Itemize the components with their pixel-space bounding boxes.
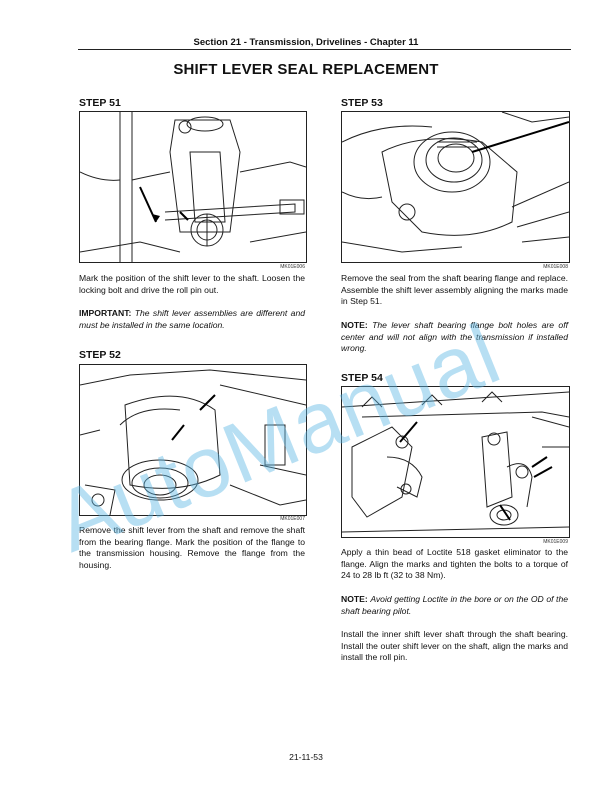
seal-removal-illustration-53 [342,112,569,253]
header-rule [78,49,571,50]
step-51-important: IMPORTANT: The shift lever assemblies ar… [79,308,305,331]
step-52-heading: STEP 52 [79,349,121,361]
step-53-note: NOTE: The lever shaft bearing flange bol… [341,320,568,355]
note-text: The lever shaft bearing flange bolt hole… [341,320,568,354]
step-51-figure [79,111,307,263]
step-53-text: Remove the seal from the shaft bearing f… [341,273,568,307]
note-label: NOTE: [341,594,368,604]
shift-lever-illustration-51 [80,112,306,262]
figure-code-52: MK01E007 [280,516,305,522]
step-53-figure [341,111,570,263]
figure-code-51: MK01E006 [280,264,305,270]
step-54-text-2: Install the inner shift lever shaft thro… [341,629,568,663]
note-label: NOTE: [341,320,368,330]
step-54-figure [341,386,570,538]
note-text: Avoid getting Loctite in the bore or on … [341,594,569,616]
step-54-text: Apply a thin bead of Loctite 518 gasket … [341,547,568,581]
figure-code-54: MK01E009 [543,539,568,545]
step-52-text: Remove the shift lever from the shaft an… [79,525,305,570]
step-53-heading: STEP 53 [341,97,383,109]
important-label: IMPORTANT: [79,308,132,318]
step-51-heading: STEP 51 [79,97,121,109]
step-54-heading: STEP 54 [341,372,383,384]
step-51-text: Mark the position of the shift lever to … [79,273,305,295]
figure-code-53: MK01E008 [543,264,568,270]
step-54-note: NOTE: Avoid getting Loctite in the bore … [341,594,568,617]
important-text: The shift lever assemblies are different… [79,308,306,330]
step-52-figure [79,364,307,516]
shift-levers-installed-illustration-54 [342,391,569,533]
section-header: Section 21 - Transmission, Drivelines - … [193,37,419,48]
bearing-flange-illustration-52 [80,369,306,515]
page-number: 21-11-53 [289,752,323,762]
page-title: SHIFT LEVER SEAL REPLACEMENT [173,61,439,78]
